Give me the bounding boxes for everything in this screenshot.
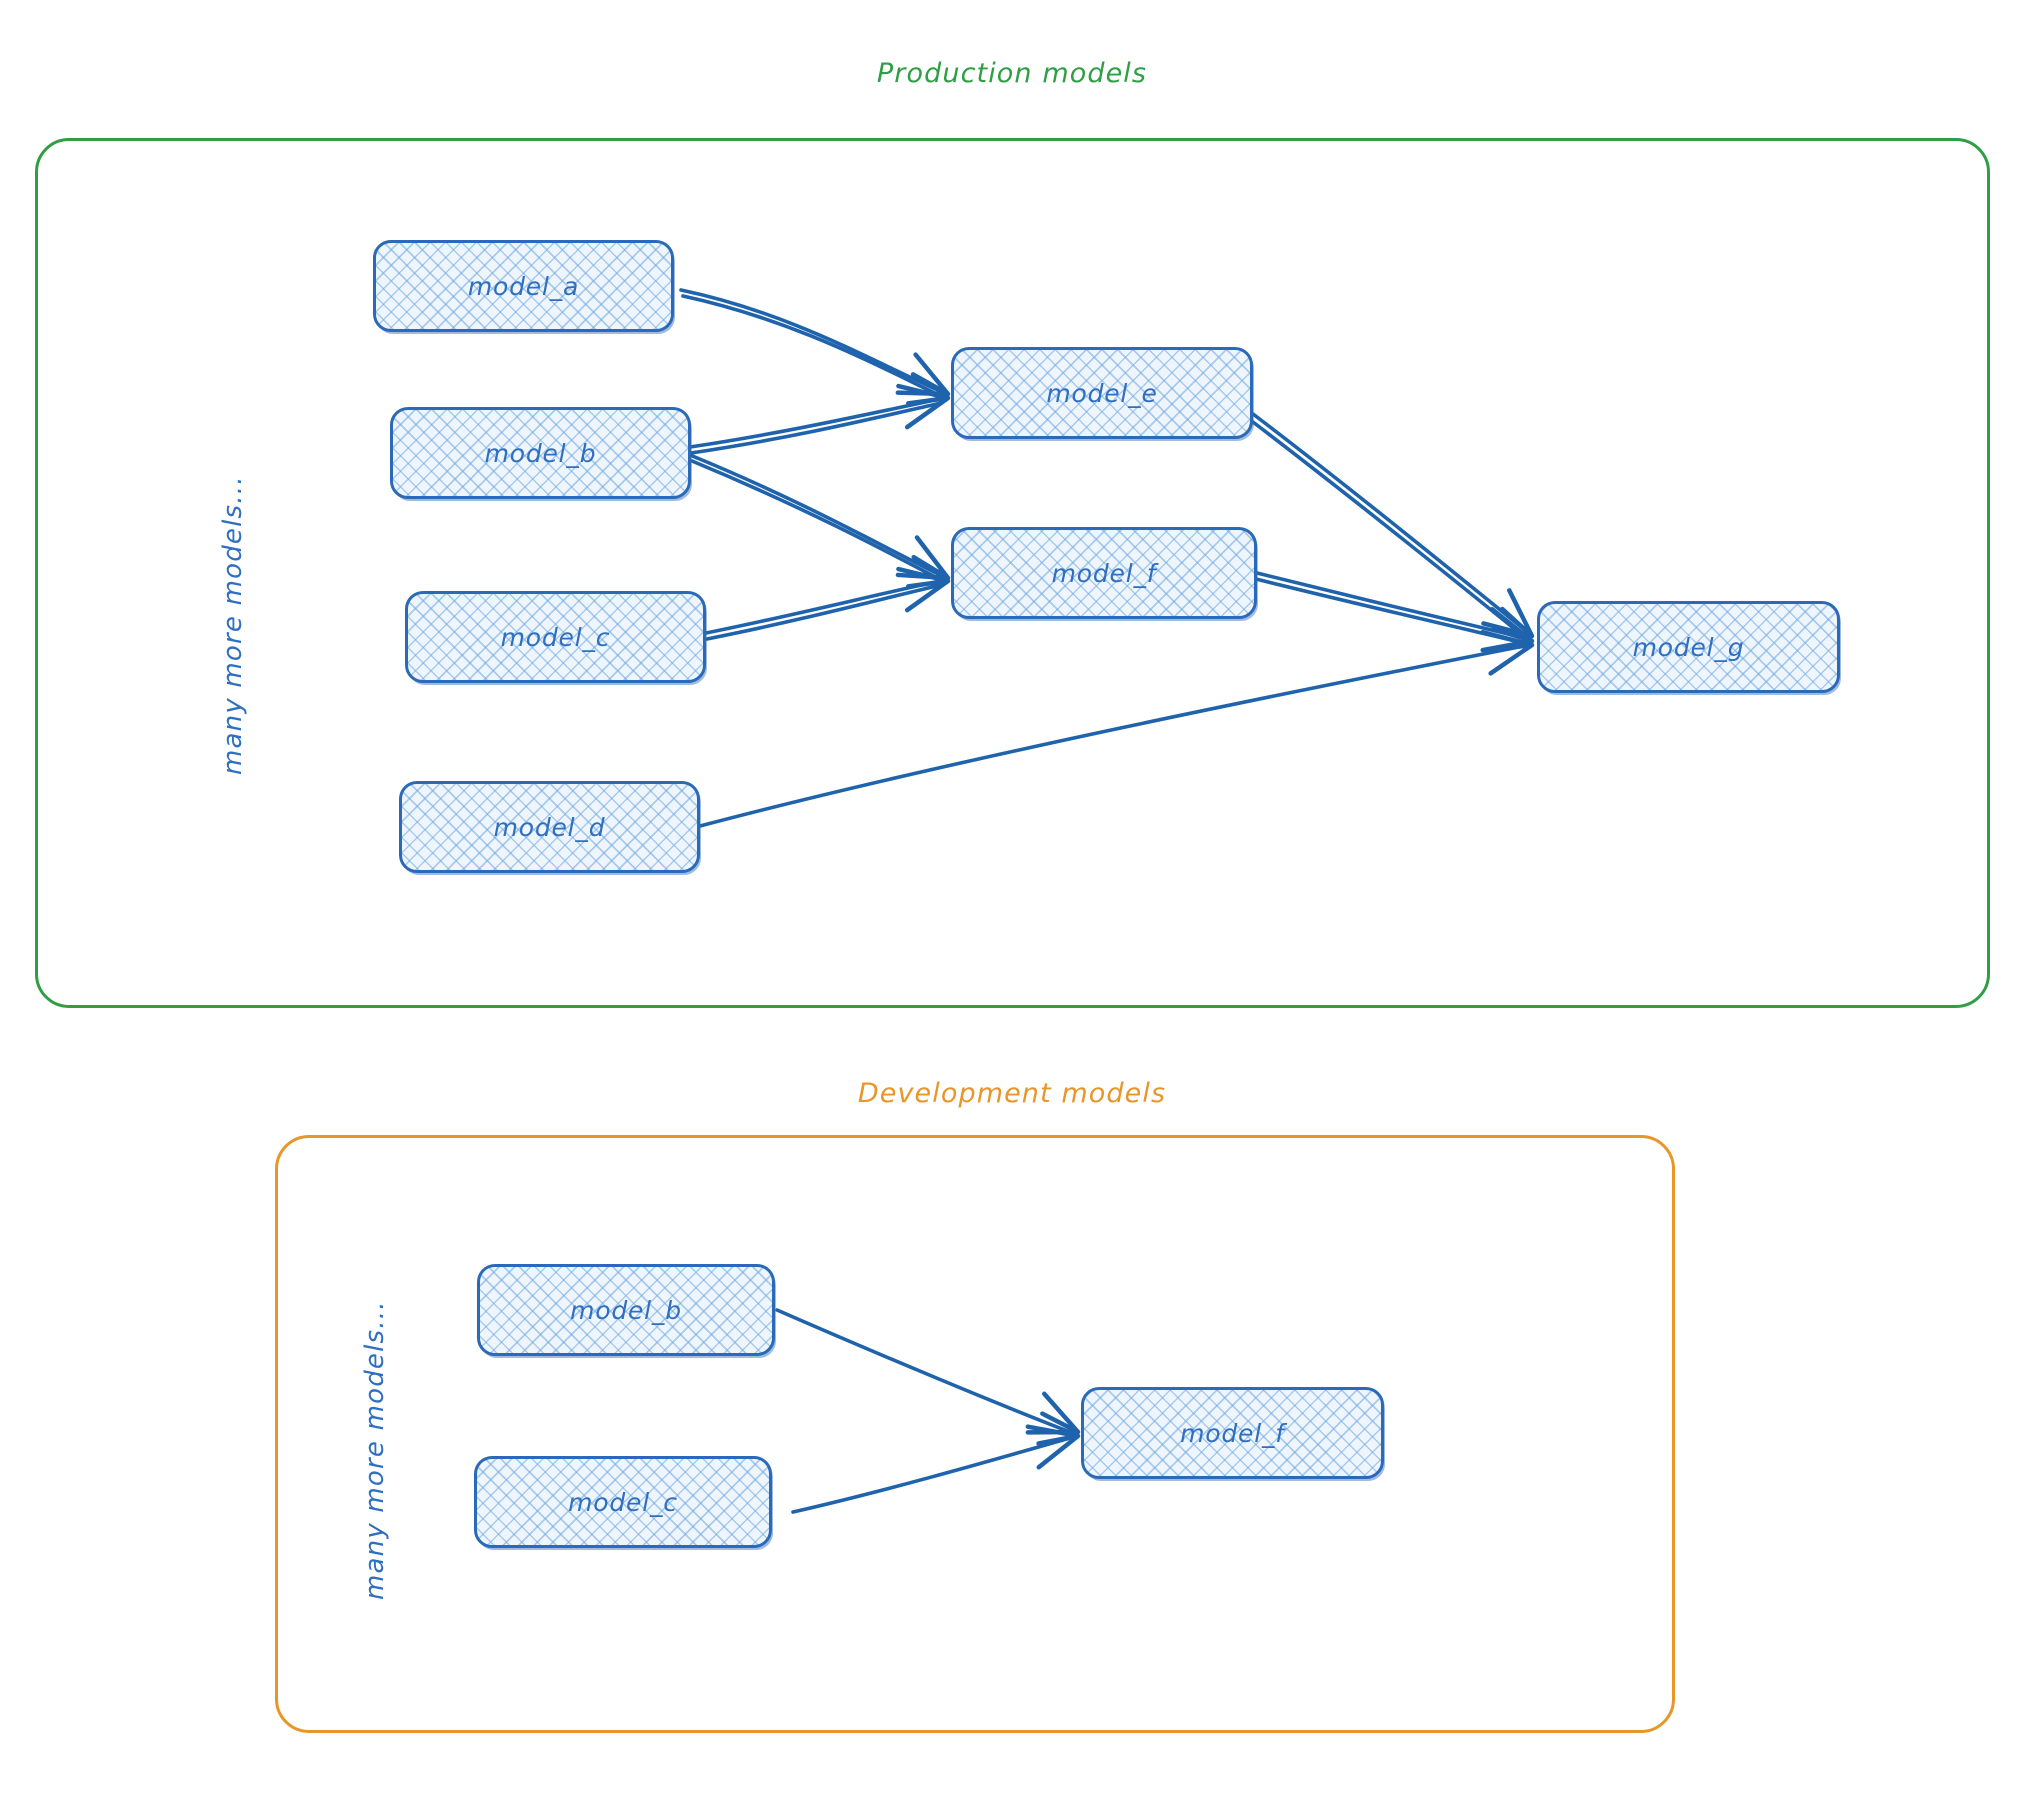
node-label: model_e bbox=[1046, 378, 1158, 408]
node-label: model_f bbox=[1180, 1418, 1285, 1448]
production-section-frame bbox=[35, 138, 1990, 1008]
node-label: model_c bbox=[500, 622, 611, 652]
node-prod-model-c[interactable]: model_c bbox=[405, 591, 706, 683]
development-section-title: Development models bbox=[857, 1078, 1167, 1109]
development-many-more-models-label: many more models... bbox=[360, 1300, 390, 1600]
node-prod-model-f[interactable]: model_f bbox=[951, 527, 1257, 619]
edge-dev-model-c-to-model-f bbox=[791, 1415, 1083, 1514]
node-label: model_g bbox=[1632, 632, 1745, 662]
node-dev-model-c[interactable]: model_c bbox=[474, 1456, 772, 1548]
edge-model-d-to-model-g bbox=[698, 623, 1536, 828]
node-label: model_a bbox=[467, 271, 580, 301]
node-dev-model-b[interactable]: model_b bbox=[477, 1264, 775, 1356]
node-dev-model-f[interactable]: model_f bbox=[1081, 1387, 1384, 1479]
edge-model-a-to-model-e bbox=[679, 288, 957, 412]
node-prod-model-e[interactable]: model_e bbox=[951, 347, 1253, 439]
node-prod-model-a[interactable]: model_a bbox=[373, 240, 674, 332]
edge-model-e-to-model-g bbox=[1247, 412, 1546, 652]
production-many-more-models-label: many more models... bbox=[218, 475, 248, 775]
node-label: model_b bbox=[484, 438, 597, 468]
development-section-frame bbox=[275, 1135, 1675, 1733]
node-label: model_b bbox=[570, 1295, 682, 1325]
edge-model-c-to-model-f bbox=[704, 559, 952, 641]
node-label: model_d bbox=[493, 812, 606, 842]
edge-dev-model-b-to-model-f bbox=[775, 1308, 1087, 1450]
node-prod-model-d[interactable]: model_d bbox=[399, 781, 700, 873]
node-prod-model-g[interactable]: model_g bbox=[1537, 601, 1840, 693]
edge-model-b-to-model-f bbox=[688, 453, 958, 596]
edge-model-b-to-model-e bbox=[688, 376, 952, 455]
node-label: model_c bbox=[568, 1487, 678, 1517]
node-prod-model-b[interactable]: model_b bbox=[390, 407, 691, 499]
production-section-title: Production models bbox=[876, 58, 1148, 89]
node-label: model_f bbox=[1051, 558, 1157, 588]
